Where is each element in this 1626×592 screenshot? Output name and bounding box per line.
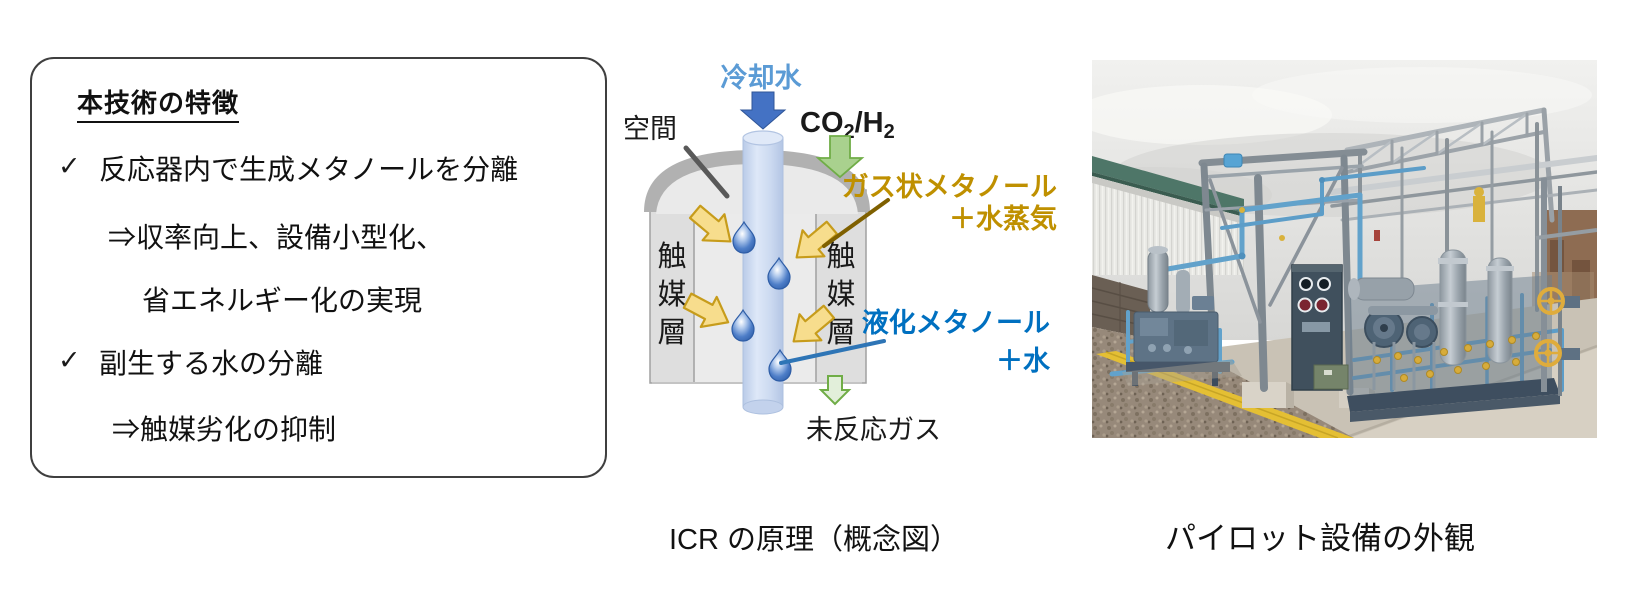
space-label: 空間 <box>623 114 677 144</box>
handwheel-icon <box>1537 287 1565 315</box>
feature-box: 本技術の特徴 ✓ 反応器内で生成メタノールを分離 ⇒収率向上、設備小型化、 省エ… <box>30 57 607 478</box>
svg-text:触: 触 <box>657 240 686 273</box>
pipe-rack-truss <box>1329 107 1597 312</box>
small-details <box>1122 207 1380 386</box>
right-valve-column <box>1534 178 1597 396</box>
catalyst-label-left: 触 媒 層 <box>657 240 686 349</box>
gas-methanol-label-2: ＋水蒸気 <box>949 203 1057 234</box>
gauge-icon <box>1297 297 1313 313</box>
diagram-caption: ICR の原理（概念図） <box>669 524 960 556</box>
liquid-methanol-label-1: 液化メタノール <box>862 308 1050 338</box>
feature-line: 副生する水の分離 <box>99 348 324 379</box>
feature-line: 反応器内で生成メタノールを分離 <box>99 154 519 185</box>
photo-caption: パイロット設備の外観 <box>1165 521 1475 556</box>
check-icon: ✓ <box>58 151 81 181</box>
liquid-methanol-label-2: ＋水 <box>996 346 1051 376</box>
gas-methanol-label-1: ガス状メタノール <box>842 172 1057 202</box>
catalyst-layer-left <box>649 189 695 384</box>
control-panel <box>1291 264 1349 391</box>
svg-text:層: 層 <box>826 317 855 349</box>
space-pointer-line <box>683 145 730 199</box>
svg-text:触: 触 <box>826 240 855 273</box>
svg-text:媒: 媒 <box>657 278 686 311</box>
unreacted-gas-label: 未反応ガス <box>806 415 941 445</box>
unreacted-gas-arrow-icon <box>818 375 852 406</box>
svg-text:媒: 媒 <box>826 278 855 311</box>
yellow-valve-body <box>1473 196 1485 222</box>
electrical-box <box>1313 364 1349 390</box>
feed-gas-arrow-icon <box>815 135 865 179</box>
svg-text:層: 層 <box>657 317 686 349</box>
feed-gas-label: CO2/H2 <box>800 107 895 143</box>
yellow-valve-handles <box>1373 332 1540 382</box>
compressor-skid <box>1347 187 1560 422</box>
blue-tank-icon <box>1223 153 1243 168</box>
gas-methanol-pointer-line <box>822 198 890 248</box>
feature-box-title: 本技術の特徴 <box>77 83 240 123</box>
liquid-methanol-pointer-line <box>779 339 886 365</box>
gauge-icon <box>1299 277 1313 291</box>
pilot-plant-photo <box>1092 60 1597 438</box>
feature-line: 省エネルギー化の実現 <box>142 285 423 316</box>
feature-line: ⇒収率向上、設備小型化、 <box>108 222 445 253</box>
catalyst-label-right: 触 媒 層 <box>826 240 855 349</box>
handwheel-icon <box>1534 339 1562 367</box>
cooling-water-label: 冷却水 <box>721 63 803 93</box>
left-skid <box>1126 246 1230 386</box>
cooling-water-arrow-icon <box>739 91 787 130</box>
icr-concept-diagram: 触 媒 層 触 媒 層 冷却水 CO2/H2 空間 <box>623 63 1057 445</box>
gauge-icon <box>1314 297 1330 313</box>
check-icon: ✓ <box>58 345 81 375</box>
feature-line: ⇒触媒劣化の抑制 <box>112 414 337 445</box>
gauge-icon <box>1317 277 1331 291</box>
